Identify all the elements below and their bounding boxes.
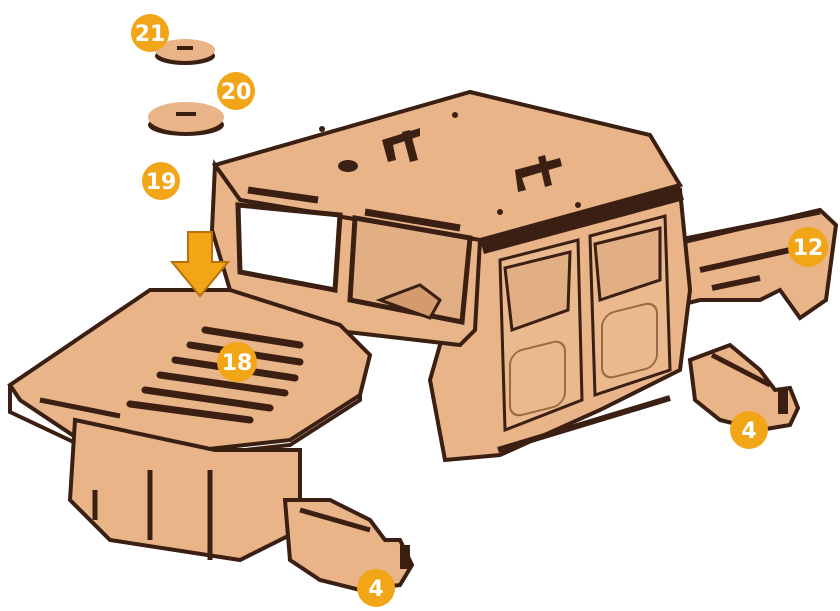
- badge-12: 12: [788, 227, 828, 267]
- part-20-disc: [148, 102, 224, 136]
- badge-4-front: 4: [357, 569, 395, 607]
- svg-text:4: 4: [368, 577, 383, 602]
- badge-20: 20: [217, 72, 255, 110]
- badge-18: 18: [217, 342, 257, 382]
- svg-text:21: 21: [135, 22, 166, 47]
- badge-19: 19: [142, 162, 180, 200]
- svg-text:18: 18: [222, 351, 253, 376]
- svg-text:19: 19: [146, 170, 177, 195]
- front-wheel-bracket: [285, 500, 412, 590]
- badge-21: 21: [131, 14, 169, 52]
- svg-text:12: 12: [793, 236, 824, 261]
- svg-text:20: 20: [221, 80, 252, 105]
- badge-4-rear: 4: [730, 411, 768, 449]
- svg-text:4: 4: [741, 419, 756, 444]
